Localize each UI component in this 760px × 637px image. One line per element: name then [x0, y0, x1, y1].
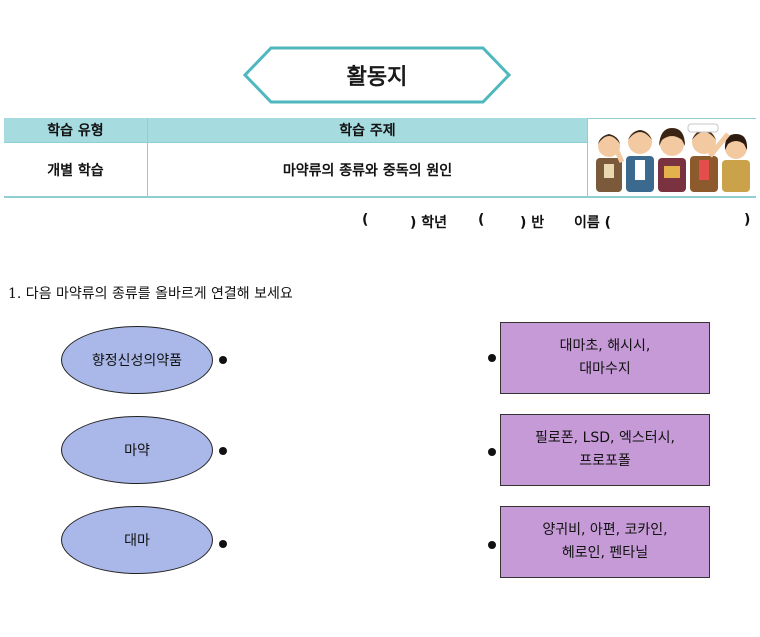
name-label: 이름 ( — [574, 215, 612, 231]
learning-type-value: 개별 학습 — [47, 162, 104, 179]
left-connect-dot[interactable] — [219, 447, 227, 455]
drug-examples-box-1: 대마초, 해시시, 대마수지 — [500, 322, 710, 394]
header-band — [4, 118, 587, 142]
right-connect-dot[interactable] — [488, 448, 496, 456]
left-connect-dot[interactable] — [219, 540, 227, 548]
worksheet-banner: 활동지 — [243, 46, 511, 104]
drug-category-narcotics: 마약 — [61, 416, 213, 484]
right-connect-dot[interactable] — [488, 354, 496, 362]
banner-title: 활동지 — [346, 65, 408, 90]
right-connect-dot[interactable] — [488, 541, 496, 549]
grade-label: ) 학년 — [410, 215, 448, 231]
students-illustration — [596, 123, 750, 192]
left-connect-dot[interactable] — [219, 356, 227, 364]
drug-examples-box-3: 양귀비, 아편, 코카인, 헤로인, 펜타닐 — [500, 506, 710, 578]
class-label: ) 반 — [520, 215, 545, 231]
learning-topic-header: 학습 주제 — [339, 123, 396, 139]
class-open: ( — [478, 212, 485, 228]
question-text: 1. 다음 마약류의 종류를 올바르게 연결해 보세요 — [8, 286, 293, 302]
banner-frame — [243, 46, 511, 104]
info-table: 학습 유형 학습 주제 개별 학습 마약류의 종류와 중독의 원인 — [4, 118, 756, 198]
learning-topic-value: 마약류의 종류와 중독의 원인 — [282, 162, 453, 179]
name-close: ) — [744, 212, 751, 228]
drug-category-cannabis: 대마 — [61, 506, 213, 574]
drug-category-psychotropic: 향정신성의약품 — [61, 326, 213, 394]
drug-examples-box-2: 필로폰, LSD, 엑스터시, 프로포폴 — [500, 414, 710, 486]
grade-open: ( — [362, 212, 369, 228]
learning-type-header: 학습 유형 — [47, 123, 104, 139]
